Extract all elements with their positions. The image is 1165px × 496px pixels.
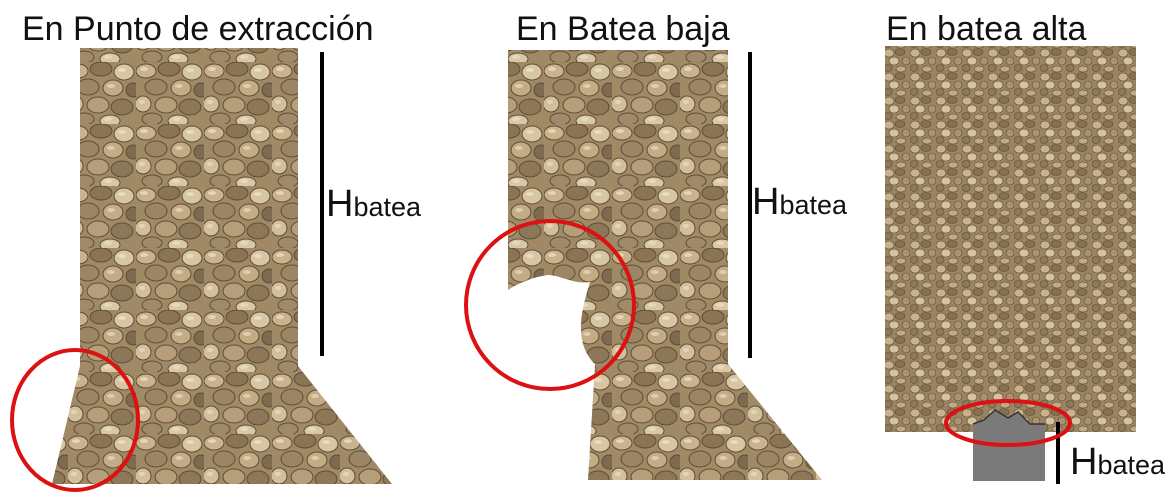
panel-punto-extraccion: En Punto de extracción Hbatea: [10, 10, 422, 492]
ore-column: [885, 46, 1136, 432]
ore-column: [52, 48, 392, 484]
height-label: Hbatea: [1070, 441, 1165, 483]
panel-title: En batea alta: [886, 10, 1086, 48]
panel-batea-alta: En batea alta Hbatea: [885, 10, 1165, 484]
drawpoint-outline: [972, 409, 1045, 425]
ore-column: [508, 50, 822, 480]
height-label: Hbatea: [752, 181, 848, 223]
panel-title: En Batea baja: [516, 10, 730, 48]
highlight-circle: [944, 399, 1072, 447]
height-label: Hbatea: [326, 183, 422, 225]
highlight-circle: [464, 219, 636, 391]
panel-batea-baja: En Batea baja Hbatea: [464, 10, 848, 480]
highlight-circle: [10, 348, 140, 492]
panel-title: En Punto de extracción: [22, 10, 374, 48]
